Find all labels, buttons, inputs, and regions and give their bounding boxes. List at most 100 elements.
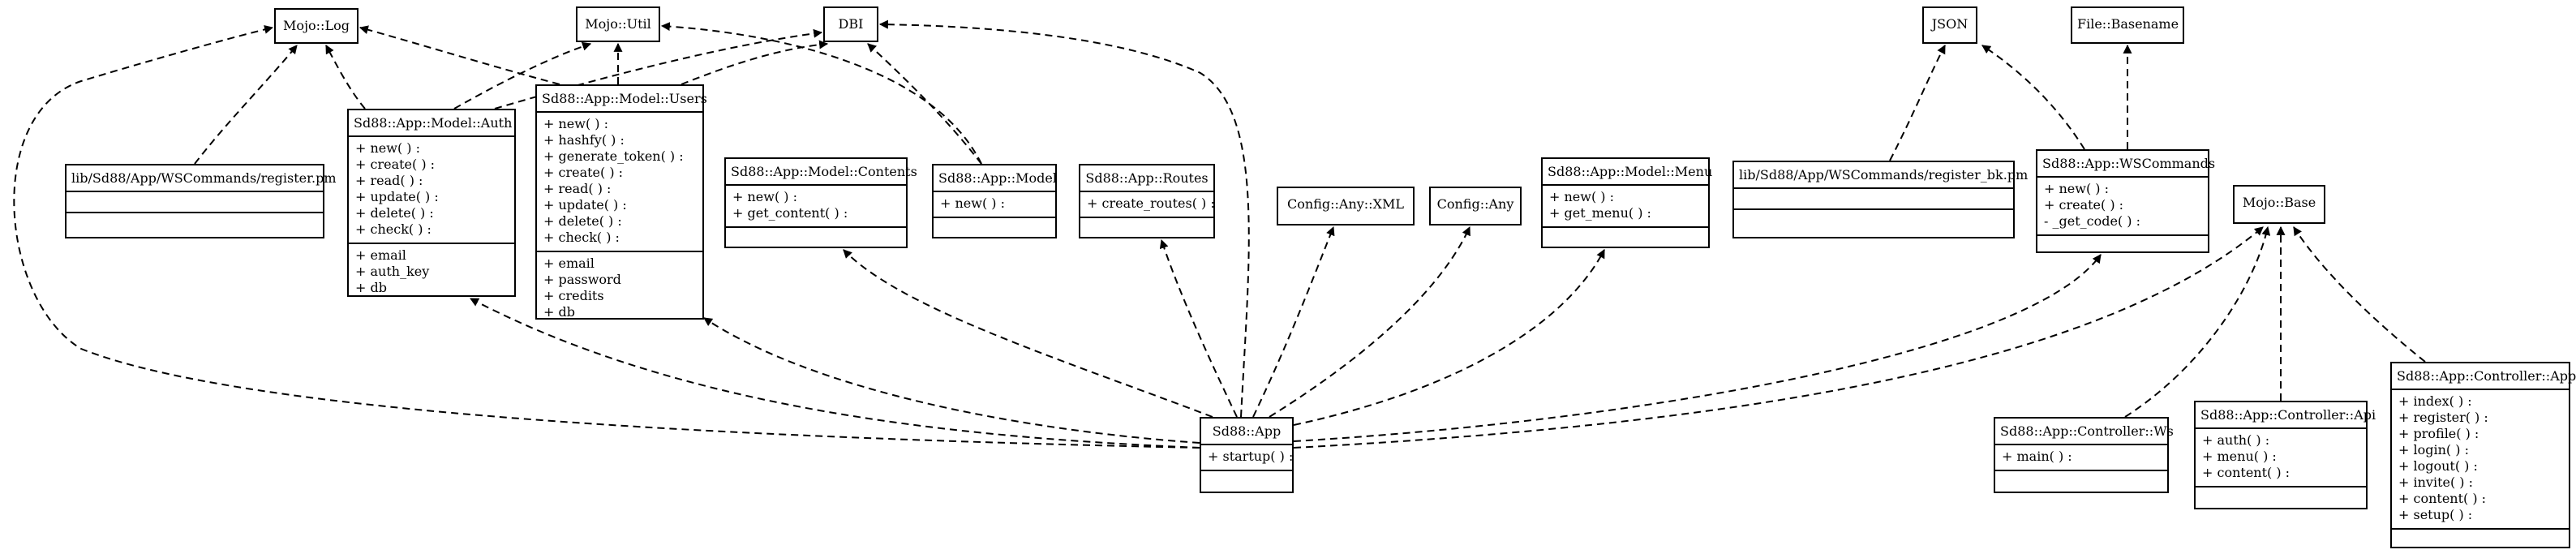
class-app: Sd88::App+ startup( ) : <box>1200 417 1294 493</box>
method-item: + update( ) : <box>543 197 627 213</box>
class-name: Mojo::Log <box>283 18 350 33</box>
dependency-app-to-wscommands <box>1293 254 2102 442</box>
class-ctrl-app: Sd88::App::Controller::App+ index( ) :+ … <box>2390 362 2576 549</box>
methods-section: + new( ) :+ hashfy( ) :+ generate_token(… <box>537 111 702 251</box>
class-routes: Sd88::App::Routes+ create_routes( ) : <box>1079 164 1215 238</box>
class-ctrl-ws: Sd88::App::Controller::Ws+ main( ) : <box>1994 417 2174 493</box>
dependency-model-auth-to-mojo-log <box>325 45 366 110</box>
methods-section <box>1734 187 2013 208</box>
dependency-model-auth-to-mojo-util <box>453 41 592 110</box>
class-mojo-log: Mojo::Log <box>274 8 358 44</box>
class-model-contents: Sd88::App::Model::Contents+ new( ) :+ ge… <box>724 157 917 248</box>
dependency-app-to-mojo-base <box>1293 226 2264 449</box>
attributes-section <box>934 217 1055 238</box>
attribute-item: + email <box>543 256 595 271</box>
class-name: Sd88::App::Controller::Ws <box>2000 423 2174 439</box>
class-ctrl-api: Sd88::App::Controller::Api+ auth( ) :+ m… <box>2194 401 2376 509</box>
method-item: + create( ) : <box>2044 197 2124 213</box>
class-model-auth: Sd88::App::Model::Auth+ new( ) :+ create… <box>347 109 516 297</box>
class-name: lib/Sd88/App/WSCommands/register_bk.pm <box>1739 167 2029 183</box>
dependency-model-users-to-mojo-log <box>358 25 560 85</box>
attributes-section <box>726 226 906 247</box>
attributes-section <box>1080 217 1213 238</box>
method-item: + check( ) : <box>355 221 431 237</box>
class-name: Sd88::App::WSCommands <box>2042 156 2216 171</box>
method-item: + profile( ) : <box>2398 426 2479 441</box>
class-name: Sd88::App::Model::Auth <box>354 115 513 131</box>
attribute-item: + email <box>355 247 406 263</box>
methods-section: + new( ) :+ create( ) :- _get_code( ) : <box>2037 176 2208 234</box>
dependency-app-to-model-auth <box>470 298 1200 449</box>
dependency-app-to-dbi <box>878 19 1250 418</box>
methods-section: + auth( ) :+ menu( ) :+ content( ) : <box>2196 427 2366 486</box>
class-model-users: Sd88::App::Model::Users+ new( ) :+ hashf… <box>535 84 707 320</box>
class-name: Sd88::App::Model::Menu <box>1548 164 1713 179</box>
class-name: DBI <box>838 16 864 32</box>
methods-section: + new( ) : <box>934 191 1055 217</box>
attributes-section: + email+ auth_key+ db <box>349 243 514 301</box>
method-item: + delete( ) : <box>355 205 434 221</box>
class-wscommands: Sd88::App::WSCommands+ new( ) :+ create(… <box>2036 149 2216 256</box>
dependency-ctrl-ws-to-mojo-base <box>2124 225 2271 418</box>
attributes-section: + email+ password+ credits+ db <box>537 251 702 325</box>
dependency-model-to-dbi <box>867 43 982 165</box>
method-item: + new( ) : <box>355 140 421 156</box>
dependency-app-to-routes <box>1159 238 1238 418</box>
class-model-menu: Sd88::App::Model::Menu+ new( ) :+ get_me… <box>1541 157 1713 248</box>
dependency-app-to-model-contents <box>843 249 1213 418</box>
method-item: + generate_token( ) : <box>543 148 684 164</box>
method-item: + create_routes( ) : <box>1087 195 1215 211</box>
attribute-item: + password <box>543 272 621 287</box>
method-item: + main( ) : <box>2002 449 2072 464</box>
method-item: + auth( ) : <box>2202 432 2270 448</box>
class-name: Sd88::App::Model::Contents <box>731 164 917 179</box>
class-name: Sd88::App::Routes <box>1085 170 1209 186</box>
method-item: + new( ) : <box>543 116 609 131</box>
attribute-item: + credits <box>543 288 604 303</box>
method-item: + register( ) : <box>2398 410 2488 425</box>
dependency-wscommands-to-json <box>1981 45 2085 150</box>
dependency-ctrl-app-to-mojo-base <box>2293 226 2426 363</box>
class-name: File::Basename <box>2077 16 2179 32</box>
attributes-section <box>2037 234 2208 256</box>
dependency-app-to-config-xml <box>1252 225 1335 418</box>
class-register-pm: lib/Sd88/App/WSCommands/register.pm <box>65 164 337 238</box>
method-item: + get_content( ) : <box>732 205 848 221</box>
attributes-section <box>2392 528 2569 549</box>
method-item: - _get_code( ) : <box>2044 213 2140 229</box>
class-mojo-util: Mojo::Util <box>576 6 660 42</box>
class-config-xml: Config::Any::XML <box>1277 187 1415 225</box>
attribute-item: + auth_key <box>355 264 430 279</box>
method-item: + read( ) : <box>543 181 612 196</box>
methods-section: + new( ) :+ get_menu( ) : <box>1543 184 1708 226</box>
class-name: Config::Any <box>1436 196 1514 212</box>
method-item: + new( ) : <box>2044 181 2110 196</box>
class-config-any: Config::Any <box>1429 187 1522 225</box>
method-item: + new( ) : <box>732 189 798 204</box>
method-item: + setup( ) : <box>2398 507 2473 522</box>
attributes-section <box>2196 486 2366 507</box>
method-item: + startup( ) : <box>1208 449 1294 464</box>
attributes-section <box>1543 226 1708 247</box>
methods-section: + create_routes( ) : <box>1080 191 1215 217</box>
methods-section: + startup( ) : <box>1201 444 1294 470</box>
method-item: + check( ) : <box>543 230 620 245</box>
class-file-basename: File::Basename <box>2071 6 2184 44</box>
methods-section <box>67 191 323 212</box>
attributes-section <box>1995 470 2167 491</box>
method-item: + login( ) : <box>2398 442 2469 457</box>
method-item: + update( ) : <box>355 189 439 204</box>
class-name: JSON <box>1931 16 1968 32</box>
method-item: + new( ) : <box>1549 189 1615 204</box>
method-item: + create( ) : <box>543 165 624 180</box>
class-name: Sd88::App::Model <box>938 170 1058 186</box>
method-item: + invite( ) : <box>2398 475 2474 490</box>
attributes-section <box>1734 208 2013 230</box>
class-mojo-base: Mojo::Base <box>2233 185 2325 224</box>
class-name: Mojo::Base <box>2242 195 2316 210</box>
method-item: + hashfy( ) : <box>543 132 625 148</box>
class-name: Mojo::Util <box>585 16 651 32</box>
class-name: lib/Sd88/App/WSCommands/register.pm <box>71 170 337 186</box>
